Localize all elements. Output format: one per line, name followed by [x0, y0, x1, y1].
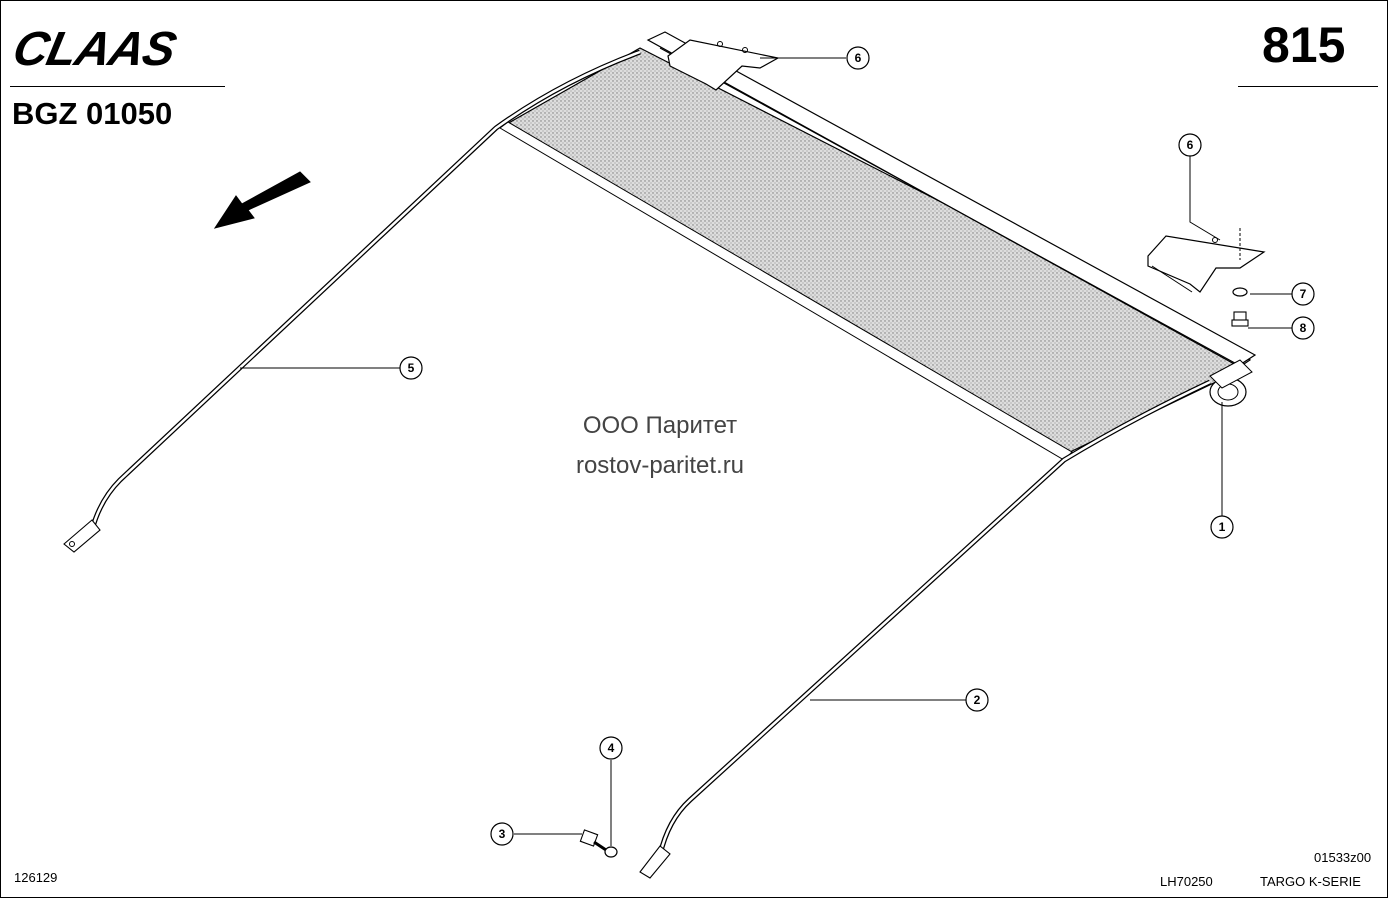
roller-end-cap [1209, 359, 1253, 407]
direction-arrow-icon [213, 171, 311, 229]
bolt-part [1231, 311, 1249, 327]
bottom-washer-part [604, 846, 618, 858]
callout-7: 7 [1291, 282, 1315, 306]
washer-part [1232, 287, 1248, 297]
svg-text:6: 6 [1187, 138, 1194, 152]
callout-6-top: 6 [846, 46, 870, 70]
watermark-company: ООО Паритет [582, 412, 738, 439]
callout-4: 4 [599, 736, 623, 760]
page-number: 815 [1262, 17, 1346, 73]
footer-doc-number: 126129 [14, 870, 58, 885]
svg-text:7: 7 [1300, 287, 1307, 301]
svg-text:8: 8 [1300, 321, 1307, 335]
svg-text:4: 4 [608, 741, 615, 755]
callout-1: 1 [1210, 515, 1234, 539]
svg-text:5: 5 [408, 361, 415, 375]
svg-text:1: 1 [1219, 520, 1226, 534]
footer-drawing-ref: 01533z00 [1314, 850, 1372, 865]
callout-5: 5 [399, 356, 423, 380]
group-code: BGZ 01050 [12, 96, 173, 131]
svg-text:6: 6 [855, 51, 862, 65]
svg-text:3: 3 [499, 827, 506, 841]
callout-3: 3 [490, 822, 514, 846]
footer-series: TARGO K-SERIE [1260, 874, 1361, 889]
logo-underline [10, 86, 225, 87]
callout-8: 8 [1291, 316, 1315, 340]
callout-2: 2 [965, 688, 989, 712]
left-rod-eyelet [63, 519, 101, 553]
footer-model-code: LH70250 [1160, 874, 1213, 889]
exploded-bracket [1147, 235, 1266, 293]
watermark-website: rostov-paritet.ru [575, 452, 745, 479]
cover-panel [503, 47, 1252, 453]
svg-text:2: 2 [974, 693, 981, 707]
right-rod-eyelet [639, 845, 671, 879]
page-number-underline [1238, 86, 1378, 87]
callout-6-side: 6 [1178, 133, 1202, 157]
bottom-bolt-part [579, 829, 607, 852]
